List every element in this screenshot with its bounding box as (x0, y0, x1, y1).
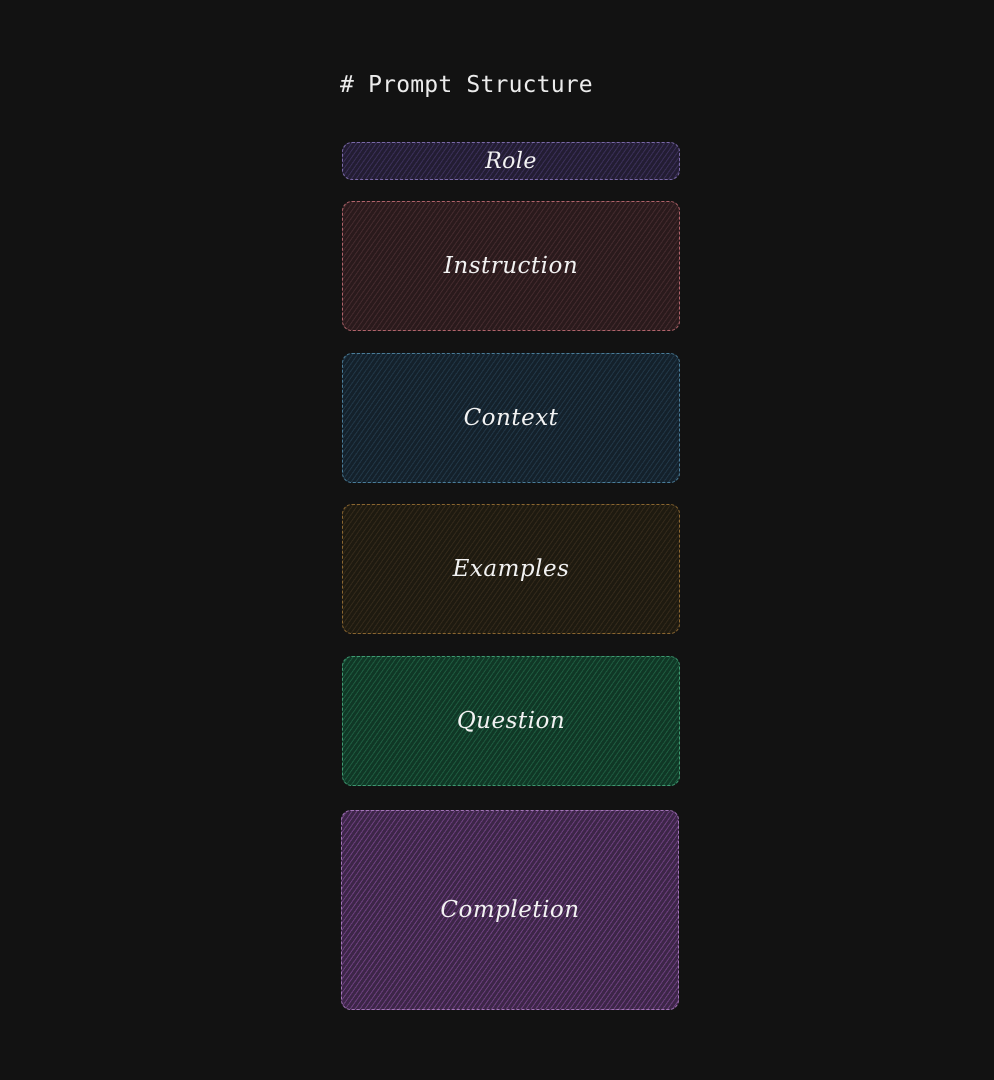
page-title: # Prompt Structure (340, 72, 593, 98)
examples-label: Examples (452, 556, 570, 582)
instruction-label: Instruction (443, 253, 579, 279)
instruction-block[interactable]: Instruction (342, 201, 680, 331)
context-block[interactable]: Context (342, 353, 680, 483)
completion-block[interactable]: Completion (341, 810, 679, 1010)
examples-block[interactable]: Examples (342, 504, 680, 634)
context-label: Context (463, 405, 559, 431)
question-block[interactable]: Question (342, 656, 680, 786)
role-block[interactable]: Role (342, 142, 680, 180)
question-label: Question (456, 708, 566, 734)
completion-label: Completion (440, 897, 580, 923)
role-label: Role (485, 148, 537, 174)
